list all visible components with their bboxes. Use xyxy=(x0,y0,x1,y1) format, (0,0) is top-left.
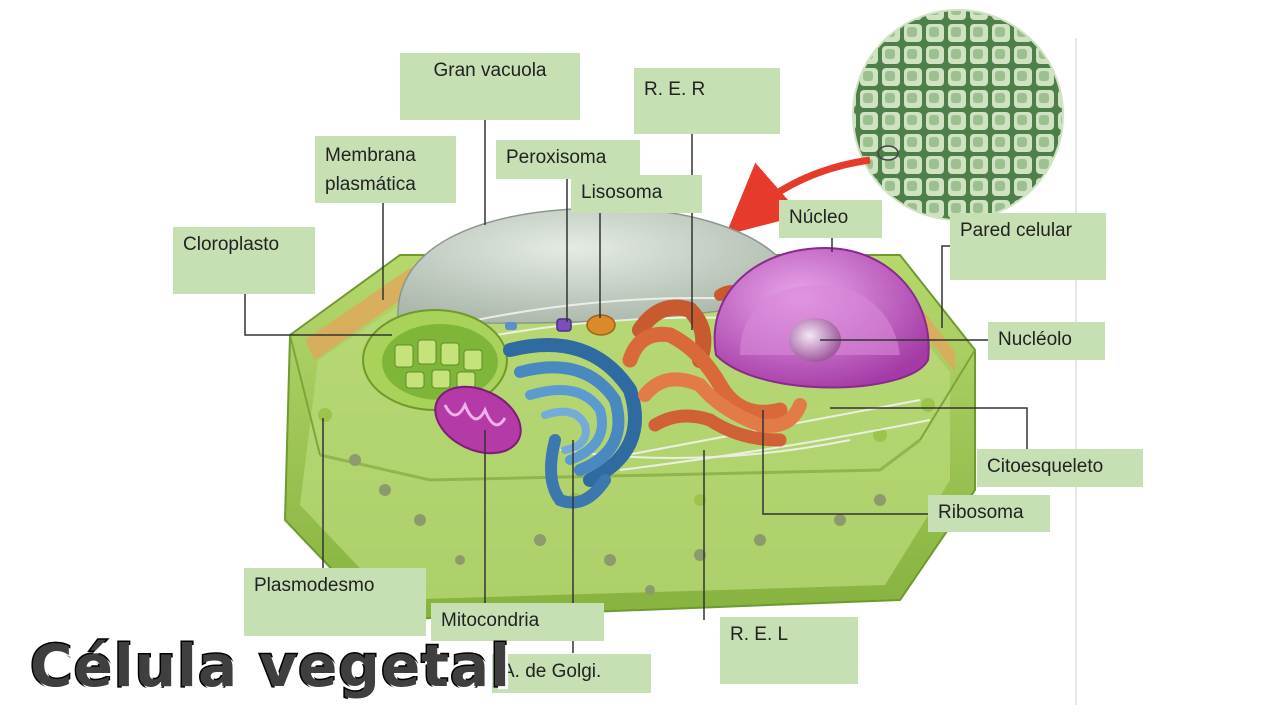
pointer-arrow xyxy=(725,156,871,236)
label-peroxisoma: Peroxisoma xyxy=(496,140,640,179)
label-mitocondria: Mitocondria xyxy=(431,603,604,641)
label-membrana-plasmatica: Membrana plasmática xyxy=(315,136,456,203)
golgi-shape xyxy=(503,338,642,509)
label-pared-celular: Pared celular xyxy=(950,213,1106,280)
label-nucleo: Núcleo xyxy=(779,200,882,238)
label-golgi: A. de Golgi. xyxy=(492,654,651,693)
label-ribosoma: Ribosoma xyxy=(928,495,1050,532)
label-rer: R. E. R xyxy=(634,68,780,134)
label-gran-vacuola: Gran vacuola xyxy=(400,53,580,120)
label-lisosoma: Lisosoma xyxy=(571,175,702,213)
label-cloroplasto: Cloroplasto xyxy=(173,227,315,294)
peroxisome-shape xyxy=(556,318,572,332)
label-citoesqueleto: Citoesqueleto xyxy=(977,449,1143,487)
leader-lines xyxy=(244,120,1028,653)
mitochondria-shape xyxy=(434,385,522,455)
microscope-inset xyxy=(852,9,1064,221)
diagram-title: Célula vegetal xyxy=(28,631,512,702)
lysosome-shape xyxy=(586,314,616,336)
label-nucleolo: Nucléolo xyxy=(988,322,1105,360)
vesicle xyxy=(505,322,517,330)
label-plasmodesmo: Plasmodesmo xyxy=(244,568,426,636)
chloroplast-shape xyxy=(362,309,508,411)
label-rel: R. E. L xyxy=(720,617,858,684)
vacuole-shape xyxy=(397,207,786,324)
nucleus-shape xyxy=(713,246,930,389)
